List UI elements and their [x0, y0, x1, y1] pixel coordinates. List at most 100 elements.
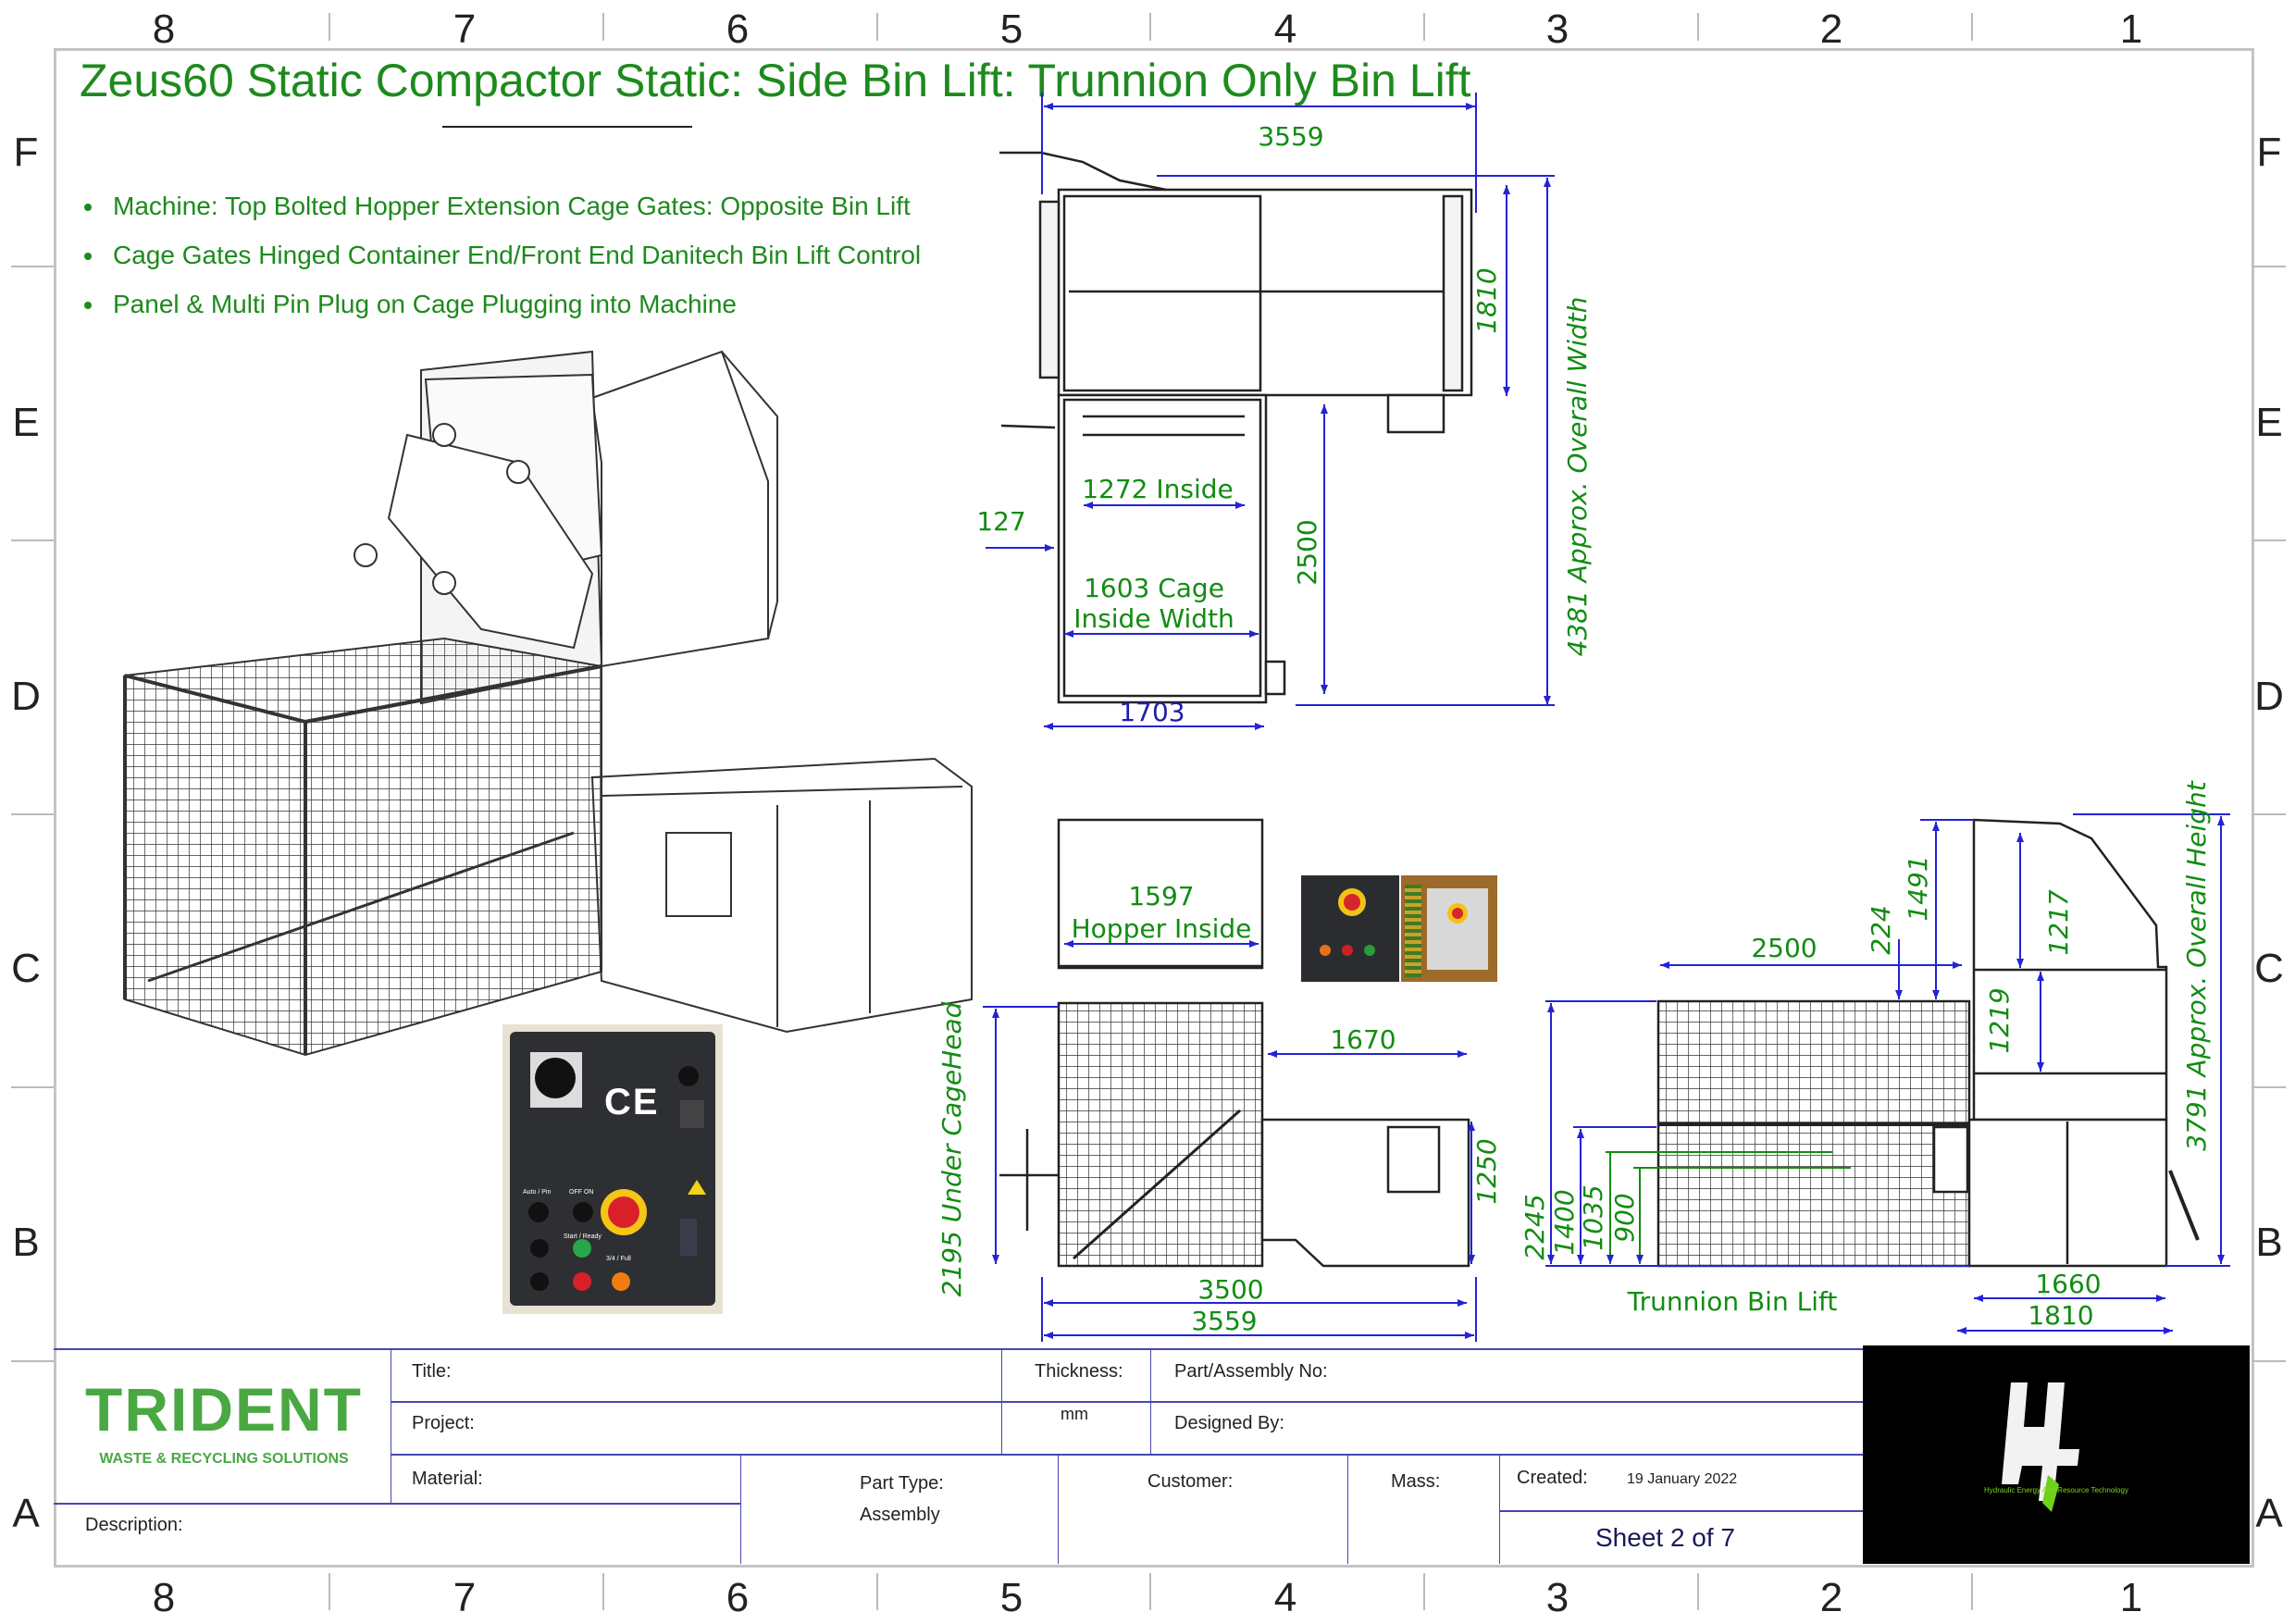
dim-1400: 1400 — [1549, 1189, 1580, 1255]
dim-offset: 127 — [976, 506, 1025, 537]
project-label: Project: — [412, 1413, 475, 1433]
dim-overall-length: 3559 — [1258, 121, 1323, 152]
zone-ticks — [11, 13, 2286, 1610]
dim-machine-width: 1810 — [1471, 267, 1502, 333]
side-view-green-dimensions — [1606, 1151, 1851, 1264]
top-view — [999, 151, 1473, 704]
spec-list: Machine: Top Bolted Hopper Extension Cag… — [76, 181, 921, 329]
designed-by-label: Designed By: — [1174, 1413, 1284, 1433]
dim-1219: 1219 — [1984, 987, 2015, 1053]
control-box-installed-photo — [1401, 875, 1497, 982]
zone-row-e: E — [12, 400, 40, 445]
top-view-labels: 3559 1810 4381 Approx. Overall Width 250… — [976, 121, 1593, 727]
description-label: Description: — [85, 1515, 183, 1535]
drawing-title: Zeus60 Static Compactor Static: Side Bin… — [80, 55, 1471, 106]
zone-row-d-right: D — [2254, 674, 2284, 719]
dim-cage-length: 2500 — [1751, 933, 1817, 963]
zone-col-3-bottom: 3 — [1545, 1575, 1569, 1620]
customer-label: Customer: — [1148, 1471, 1234, 1492]
dim-hopper-inside-label: Hopper Inside — [1072, 913, 1252, 944]
top-view-dimensions — [986, 93, 1555, 730]
side-view-labels: 2500 224 1491 1217 1219 3791 Approx. Ove… — [1520, 780, 2212, 1331]
partner-logo-tagline: Hydraulic Energy And Resource Technology — [1984, 1486, 2128, 1494]
control-panel-closeup-photo — [1301, 875, 1399, 982]
dim-1491: 1491 — [1903, 855, 1933, 921]
trident-logo-wordmark: TRIDENT — [85, 1375, 363, 1444]
thickness-unit: mm — [1061, 1405, 1088, 1423]
zone-col-3: 3 — [1545, 6, 1569, 52]
dim-inside: 1272 Inside — [1082, 474, 1234, 504]
zone-col-1-bottom: 1 — [2119, 1575, 2143, 1620]
zone-col-2-bottom: 2 — [1819, 1575, 1843, 1620]
dim-224: 224 — [1866, 905, 1896, 954]
thickness-label: Thickness: — [1035, 1361, 1123, 1382]
zone-row-f-right: F — [2256, 130, 2282, 175]
dim-1035: 1035 — [1578, 1184, 1608, 1250]
zone-col-7: 7 — [453, 6, 477, 52]
zone-row-b-right: B — [2255, 1220, 2283, 1265]
drawing-frame — [54, 48, 2254, 1568]
zone-row-b: B — [12, 1220, 40, 1265]
front-view — [999, 818, 1470, 1268]
partner-logo: Hydraulic Energy And Resource Technology — [1863, 1345, 2250, 1564]
control-panel-photo: CE Auto / Pin OFF ON Start / Ready 3/4 /… — [502, 1024, 723, 1314]
dim-hopper-inside-value: 1597 — [1128, 881, 1194, 911]
dim-1660: 1660 — [2035, 1269, 2101, 1299]
dim-900: 900 — [1609, 1193, 1640, 1242]
side-view-dimensions — [1545, 813, 2230, 1334]
dim-under-cagehead: 2195 Under CageHead — [937, 1001, 967, 1296]
zone-col-7-bottom: 7 — [453, 1575, 477, 1620]
title-label: Title: — [412, 1361, 452, 1382]
ce-mark: CE — [604, 1082, 660, 1122]
dim-container-height: 1250 — [1471, 1138, 1502, 1204]
trident-logo: TRIDENT WASTE & RECYCLING SOLUTIONS — [68, 1377, 379, 1468]
zone-col-2: 2 — [1819, 6, 1843, 52]
panel-label-start-ready: Start / Ready — [564, 1233, 602, 1240]
dim-overall-width: 4381 Approx. Overall Width — [1562, 297, 1593, 657]
panel-label-auto-pin: Auto / Pin — [523, 1189, 552, 1196]
front-view-dimensions — [983, 940, 1477, 1342]
part-type-label: Part Type: — [860, 1473, 944, 1494]
mass-label: Mass: — [1391, 1471, 1441, 1492]
dim-1217: 1217 — [2043, 889, 2074, 955]
dim-cage-depth: 2500 — [1292, 519, 1322, 585]
zone-col-1: 1 — [2119, 6, 2143, 52]
panel-label-level: 3/4 / Full — [606, 1256, 631, 1262]
dim-2245: 2245 — [1520, 1194, 1550, 1259]
sheet-number: Sheet 2 of 7 — [1595, 1523, 1736, 1552]
part-no-label: Part/Assembly No: — [1174, 1361, 1328, 1382]
side-view-caption: Trunnion Bin Lift — [1627, 1286, 1838, 1317]
dim-1810: 1810 — [2028, 1300, 2093, 1331]
dim-cage-width: 1703 — [1119, 697, 1185, 727]
dim-cage-inside-2: Inside Width — [1073, 603, 1234, 634]
zone-row-a: A — [12, 1491, 40, 1536]
zone-col-6-bottom: 6 — [726, 1575, 750, 1620]
dim-container-length: 1670 — [1330, 1024, 1396, 1055]
dim-cage-inside-1: 1603 Cage — [1084, 573, 1224, 603]
material-label: Material: — [412, 1469, 483, 1489]
spec-item: Panel & Multi Pin Plug on Cage Plugging … — [105, 279, 921, 329]
front-view-labels: 1597 Hopper Inside 2195 Under CageHead 1… — [937, 881, 1502, 1336]
zone-col-4-bottom: 4 — [1273, 1575, 1297, 1620]
spec-item: Machine: Top Bolted Hopper Extension Cag… — [105, 181, 921, 230]
zone-row-a-right: A — [2255, 1491, 2283, 1536]
panel-label-off-on: OFF ON — [569, 1189, 594, 1196]
zone-col-5-bottom: 5 — [999, 1575, 1023, 1620]
zone-row-e-right: E — [2255, 400, 2283, 445]
zone-row-f: F — [13, 130, 39, 175]
zone-row-c: C — [11, 946, 41, 991]
part-type-value: Assembly — [860, 1505, 940, 1525]
zone-row-c-right: C — [2254, 946, 2284, 991]
zone-col-8-bottom: 8 — [152, 1575, 176, 1620]
partner-logo-mark — [2002, 1382, 2079, 1512]
spec-item: Cage Gates Hinged Container End/Front En… — [105, 230, 921, 279]
trident-logo-tagline: WASTE & RECYCLING SOLUTIONS — [99, 1451, 349, 1467]
dim-overall-height: 3791 Approx. Overall Height — [2181, 780, 2212, 1150]
dim-length-3559: 3559 — [1191, 1306, 1257, 1336]
dim-length-3500: 3500 — [1197, 1274, 1263, 1305]
created-date: 19 January 2022 — [1627, 1471, 1738, 1487]
title-underline — [442, 126, 692, 128]
zone-col-4: 4 — [1273, 6, 1297, 52]
zone-row-d: D — [11, 674, 41, 719]
